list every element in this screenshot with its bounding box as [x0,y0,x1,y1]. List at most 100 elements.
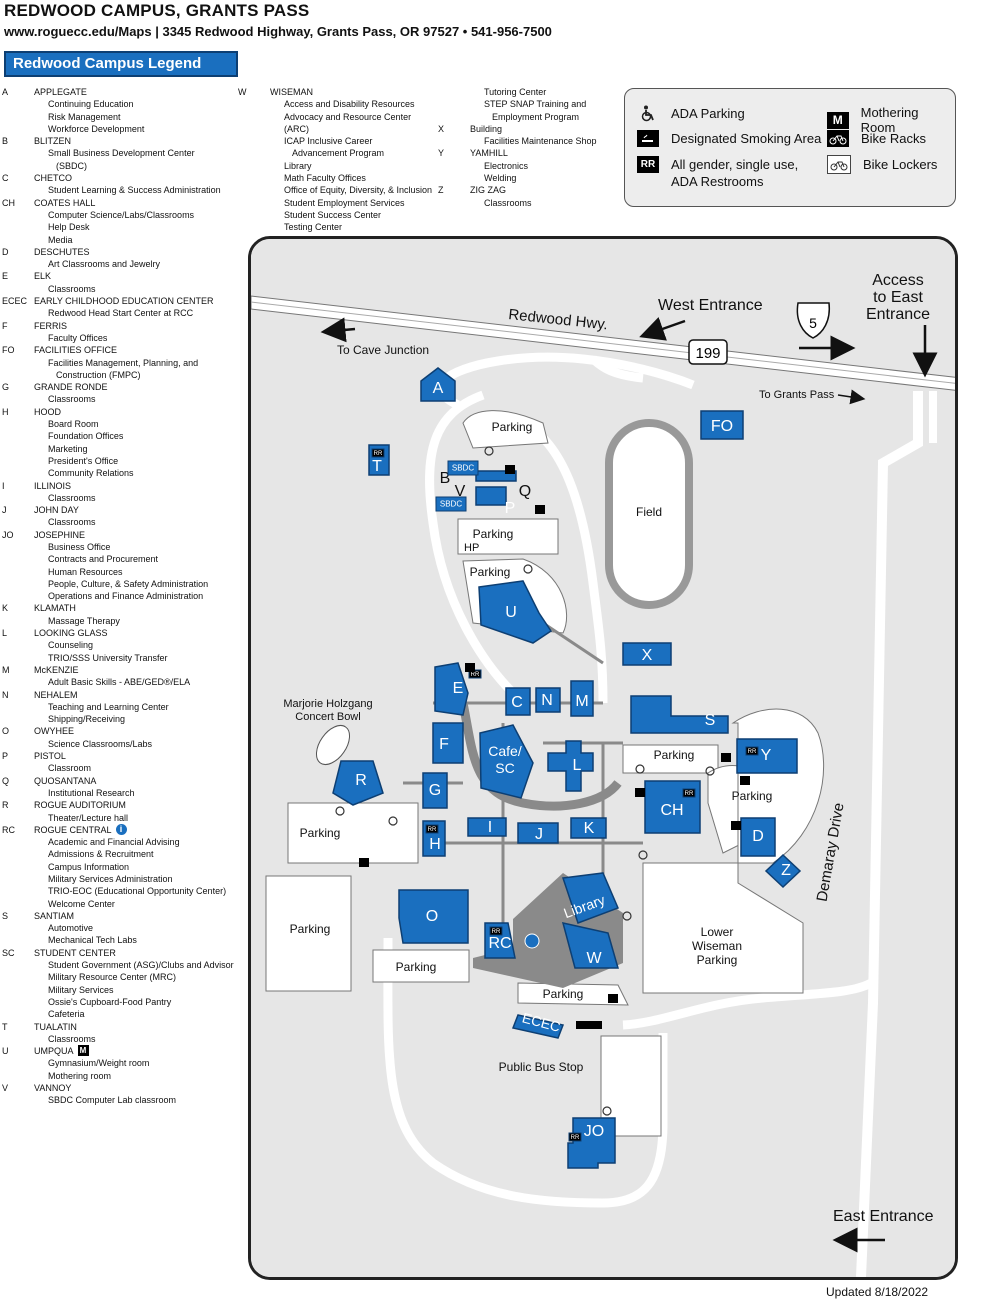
building-k[interactable] [570,817,607,839]
mothering-room-icon: M [827,111,849,129]
directory-department: STEP SNAP Training and [484,99,587,110]
directory-code: X [438,123,445,134]
building-fo[interactable] [700,410,744,440]
directory-department: Construction (FMPC) [56,369,141,380]
directory-building-name: VANNOY [34,1083,72,1094]
directory-department: (SBDC) [56,160,87,171]
directory-department: Cafeteria [48,1009,85,1020]
directory-code: U [2,1046,9,1057]
directory-code: A [2,87,9,97]
field-label: Field [636,505,662,519]
building-i[interactable] [467,817,507,837]
key-restroom: RR All gender, single use, ADA Restrooms [637,156,813,190]
directory-building-name: KLAMATH [34,603,76,614]
directory-department: Computer Science/Labs/Classrooms [48,209,195,220]
directory-building-name: APPLEGATE [34,87,87,97]
ada-parking-marker-5 [635,764,645,774]
directory-department: Board Room [48,419,99,430]
building-z[interactable] [764,853,802,889]
updated-date: Updated 8/18/2022 [826,1285,929,1299]
directory-code: W [238,87,247,97]
building-x[interactable] [622,642,672,666]
directory-building-name: STUDENT CENTER [34,947,116,958]
parking-label-deschutes: Parking [732,789,773,803]
directory-department: Gymnasium/Weight room [48,1058,150,1069]
building-n[interactable] [535,687,561,713]
building-q[interactable] [475,470,517,482]
parking-hp [457,518,559,555]
directory-building-name: ELK [34,271,52,282]
directory-department: Redwood Head Start Center at RCC [48,308,194,319]
building-label-h: H [429,836,441,853]
directory-department: SBDC Computer Lab classroom [48,1095,177,1106]
building-u[interactable] [478,580,553,644]
parking-label-west: Parking [300,826,341,840]
concert-bowl [315,724,351,766]
building-label-w: W [586,950,602,967]
directory-department: TRIO-EOC (Educational Opportunity Center… [48,886,227,897]
building-r[interactable] [332,760,384,806]
restroom-tag-1: RR [371,448,385,458]
directory-building-name: TUALATIN [34,1021,77,1032]
building-d[interactable] [740,817,776,857]
directory-department: Mothering room [48,1070,112,1081]
building-o[interactable] [398,889,469,944]
building-s[interactable] [630,695,729,734]
directory-code: Z [438,185,444,196]
building-p[interactable] [475,486,507,506]
building-y[interactable] [736,738,798,774]
directory-department: Media [48,234,73,245]
directory-department: Contracts and Procurement [48,554,159,565]
building-jo[interactable] [567,1117,616,1169]
directory-department: Classrooms [48,517,96,528]
smoking-area-marker-1 [505,465,515,474]
directory-department: Foundation Offices [48,431,124,442]
building-j[interactable] [517,822,559,844]
directory-building-name: YAMHILL [470,148,508,159]
building-label-ch: CH [660,802,683,819]
key-bike-lockers-label: Bike Lockers [863,157,938,172]
building-library[interactable] [561,872,619,924]
building-label-u: U [505,604,517,621]
smoking-area-marker-6 [635,788,645,797]
building-ecec[interactable] [511,1014,565,1039]
building-cafesc[interactable] [479,724,534,799]
building-g[interactable] [422,772,448,809]
directory-building-name: JOSEPHINE [34,529,86,540]
building-f[interactable] [432,722,464,764]
building-label-z: Z [781,862,791,879]
directory-building-name: Building [470,123,503,134]
building-label-r: R [355,772,367,789]
parking-label-south: Parking [543,987,584,1001]
restroom-tag-2-text: RR [471,672,480,678]
building-m[interactable] [570,680,594,717]
ada-parking-marker-1 [484,446,494,456]
building-a[interactable] [420,367,456,402]
restroom-tag-1-text: RR [374,451,383,457]
building-c[interactable] [505,687,531,716]
direction-arrows [320,317,938,1253]
ada-parking-marker-2 [523,564,533,574]
directory-department: Classrooms [48,283,96,294]
directory-department: Electronics [484,160,529,171]
directory-building-name: HOOD [34,406,61,417]
ada-parking-marker-8 [602,1106,612,1116]
directory-code: P [2,751,9,762]
building-w[interactable] [561,921,619,969]
parking-label-owyhee: Parking [396,960,437,974]
smoking-area-marker-4 [721,753,731,762]
building-label-d: D [752,828,764,845]
building-label-b: B [440,470,451,487]
building-l[interactable] [547,740,594,792]
directory-department: Campus Information [48,861,130,872]
building-e[interactable] [434,662,469,716]
